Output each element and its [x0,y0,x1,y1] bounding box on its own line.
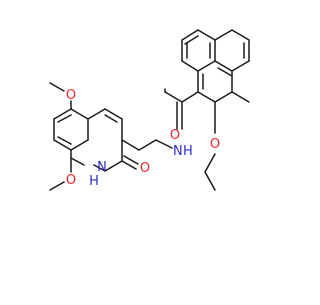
bond [231,91,250,103]
bond [121,139,140,151]
bond [155,139,173,149]
bond [49,181,65,191]
bond [181,60,199,72]
bond [197,60,216,72]
bond [70,108,89,120]
bond [104,114,118,123]
atom-label-lactam-o: O [140,161,150,176]
bond [53,108,72,120]
bond [104,160,123,172]
atom-label-amide-h: H [183,144,193,159]
bond [181,29,199,41]
bond [164,91,183,103]
bonds [49,29,250,191]
bond [57,114,72,123]
atom-labels: N H O O O O N H O [66,88,220,189]
bond [53,139,72,151]
bond [217,67,233,77]
molecule-structure: N H O O O O N H O [49,29,250,191]
bond [93,164,106,172]
atom-label-amide-o: O [170,128,180,143]
bond [204,171,216,191]
bond [57,136,72,145]
bond [138,139,157,151]
bond [214,29,233,41]
atom-label-ethoxy-o: O [210,137,220,152]
bond [121,160,137,170]
bond [87,108,106,120]
atom-label-methoxy5-o: O [66,88,76,103]
bond [104,108,123,120]
bond [123,155,139,165]
bond [197,29,216,41]
bond [49,82,65,92]
atom-label-methoxy8-o: O [66,173,76,188]
bond [70,139,89,151]
bond [231,60,250,72]
atom-label-lactam-h: H [89,174,99,189]
atom-label-lactam-n: N [97,160,107,175]
bond [181,91,199,103]
bond [197,91,216,103]
bond [231,29,250,41]
bond [214,60,233,72]
bond [214,91,233,103]
bond [70,157,85,166]
structure-svg: N H O O O O N H O [49,29,250,191]
bond [204,153,216,173]
atom-label-amide-n: N [173,144,183,159]
